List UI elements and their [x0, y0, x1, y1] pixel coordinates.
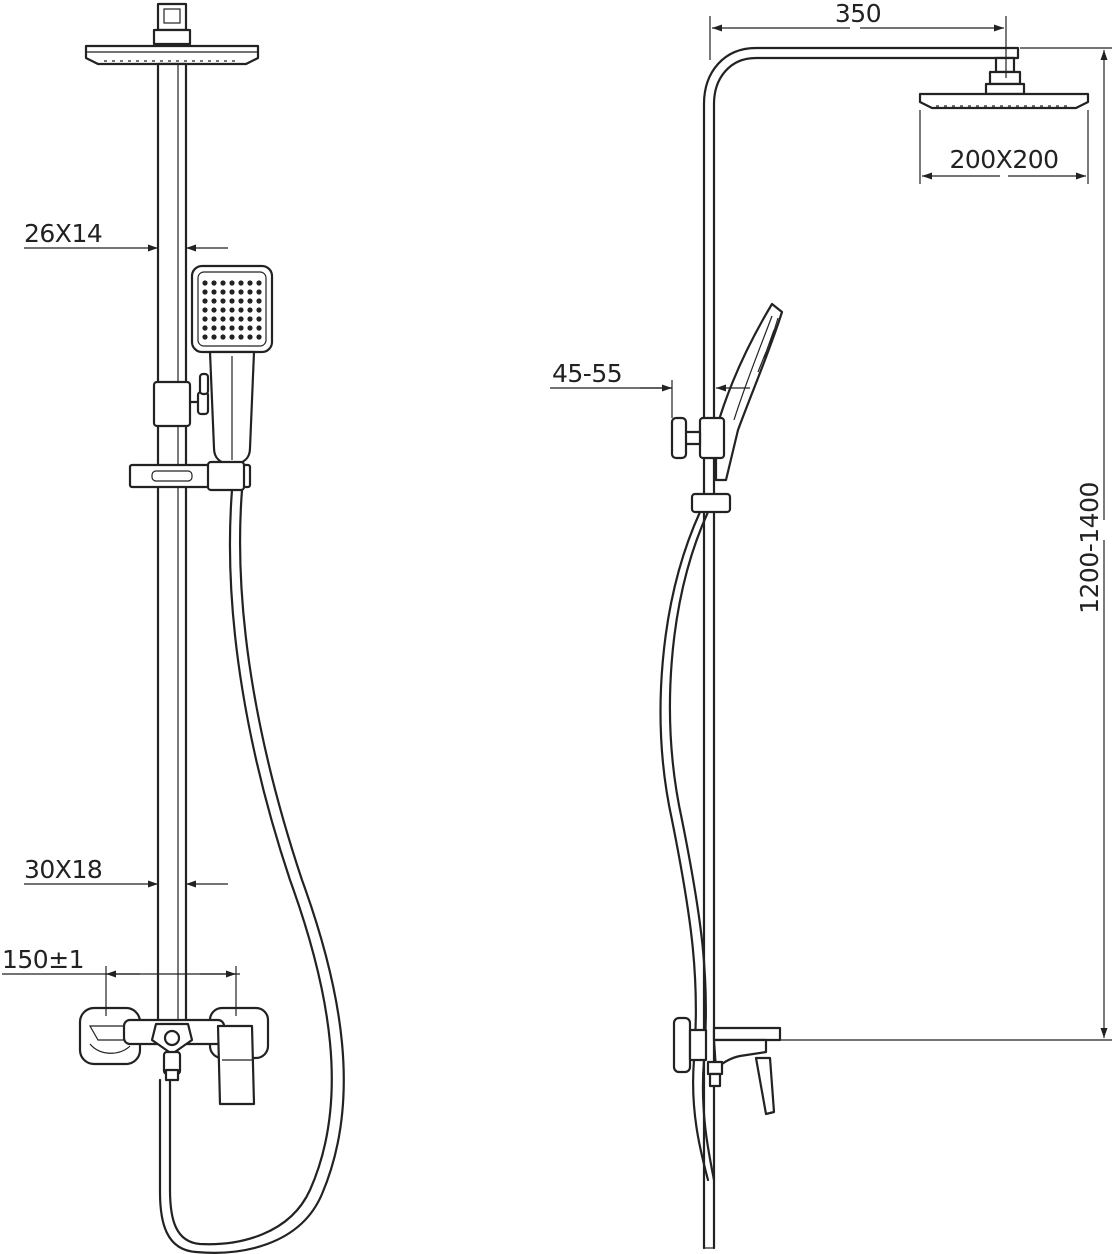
- front-hand-shower-nozzles: [202, 280, 262, 340]
- side-rain-head: [918, 56, 1090, 110]
- nozzle-dot: [238, 325, 244, 331]
- nozzle-dot: [211, 280, 217, 286]
- front-hand-shower: [190, 264, 274, 466]
- nozzle-dot: [229, 325, 235, 331]
- dim-rail-section-lower: 30X18: [24, 855, 228, 888]
- nozzle-dot: [202, 316, 208, 322]
- nozzle-dot: [202, 334, 208, 340]
- nozzle-dot: [229, 280, 235, 286]
- dim-rail-section-upper: 26X14: [24, 219, 228, 252]
- front-shower-holder: [128, 460, 252, 492]
- front-rain-head: [84, 44, 260, 66]
- dim-label-head-size: 200X200: [949, 145, 1058, 174]
- side-hand-shower: [714, 302, 784, 482]
- nozzle-dot: [238, 307, 244, 313]
- nozzle-dot: [247, 334, 253, 340]
- nozzle-dot: [220, 334, 226, 340]
- nozzle-dot: [229, 316, 235, 322]
- dim-slider-range: 45-55: [550, 359, 750, 418]
- side-mixer: [672, 1016, 782, 1116]
- nozzle-dot: [220, 289, 226, 295]
- nozzle-dot: [238, 280, 244, 286]
- front-diverter: [152, 372, 210, 428]
- nozzle-dot: [256, 280, 262, 286]
- nozzle-dot: [202, 289, 208, 295]
- nozzle-dot: [211, 334, 217, 340]
- nozzle-dot: [211, 325, 217, 331]
- nozzle-dot: [256, 307, 262, 313]
- nozzle-dot: [247, 316, 253, 322]
- dim-label-inlet-spacing: 150±1: [2, 945, 84, 974]
- nozzle-dot: [211, 298, 217, 304]
- nozzle-dot: [238, 298, 244, 304]
- nozzle-dot: [256, 298, 262, 304]
- dim-head-size: 200X200: [919, 110, 1089, 184]
- front-rail: [156, 62, 188, 1026]
- side-shower-holder: [690, 492, 732, 514]
- front-view: 26X14 30X18 150±1: [2, 2, 345, 1254]
- dim-label-arm-length: 350: [835, 0, 881, 28]
- side-view: 350 200X200 45-55 1200-1400: [550, 0, 1112, 1250]
- nozzle-dot: [247, 325, 253, 331]
- nozzle-dot: [202, 298, 208, 304]
- nozzle-dot: [247, 280, 253, 286]
- dim-label-total-height: 1200-1400: [1075, 482, 1104, 614]
- front-mixer: [78, 1006, 270, 1106]
- nozzle-dot: [256, 289, 262, 295]
- nozzle-dot: [220, 280, 226, 286]
- nozzle-dot: [238, 334, 244, 340]
- nozzle-dot: [247, 289, 253, 295]
- nozzle-dot: [247, 298, 253, 304]
- nozzle-dot: [211, 307, 217, 313]
- nozzle-dot: [229, 307, 235, 313]
- nozzle-dot: [256, 316, 262, 322]
- nozzle-dot: [211, 316, 217, 322]
- nozzle-dot: [220, 316, 226, 322]
- nozzle-dot: [220, 325, 226, 331]
- nozzle-dot: [238, 289, 244, 295]
- nozzle-dot: [202, 307, 208, 313]
- nozzle-dot: [211, 289, 217, 295]
- nozzle-dot: [256, 325, 262, 331]
- nozzle-dot: [202, 280, 208, 286]
- dim-total-height: 1200-1400: [780, 47, 1112, 1041]
- dim-inlet-spacing: 150±1: [2, 945, 240, 1016]
- nozzle-dot: [202, 325, 208, 331]
- nozzle-dot: [256, 334, 262, 340]
- front-head-connector: [152, 2, 192, 46]
- nozzle-dot: [229, 298, 235, 304]
- side-diverter: [670, 416, 726, 460]
- nozzle-dot: [220, 307, 226, 313]
- nozzle-dot: [238, 316, 244, 322]
- nozzle-dot: [220, 298, 226, 304]
- nozzle-dot: [229, 334, 235, 340]
- nozzle-dot: [229, 289, 235, 295]
- dim-label-rail-section-upper: 26X14: [24, 219, 102, 248]
- side-rail-and-arm: [702, 46, 1020, 1250]
- side-hose: [659, 510, 716, 1182]
- dim-arm-length: 350: [709, 0, 1007, 78]
- dim-label-slider-range: 45-55: [552, 359, 622, 388]
- dim-label-rail-section-lower: 30X18: [24, 855, 102, 884]
- front-hose: [158, 488, 345, 1254]
- nozzle-dot: [247, 307, 253, 313]
